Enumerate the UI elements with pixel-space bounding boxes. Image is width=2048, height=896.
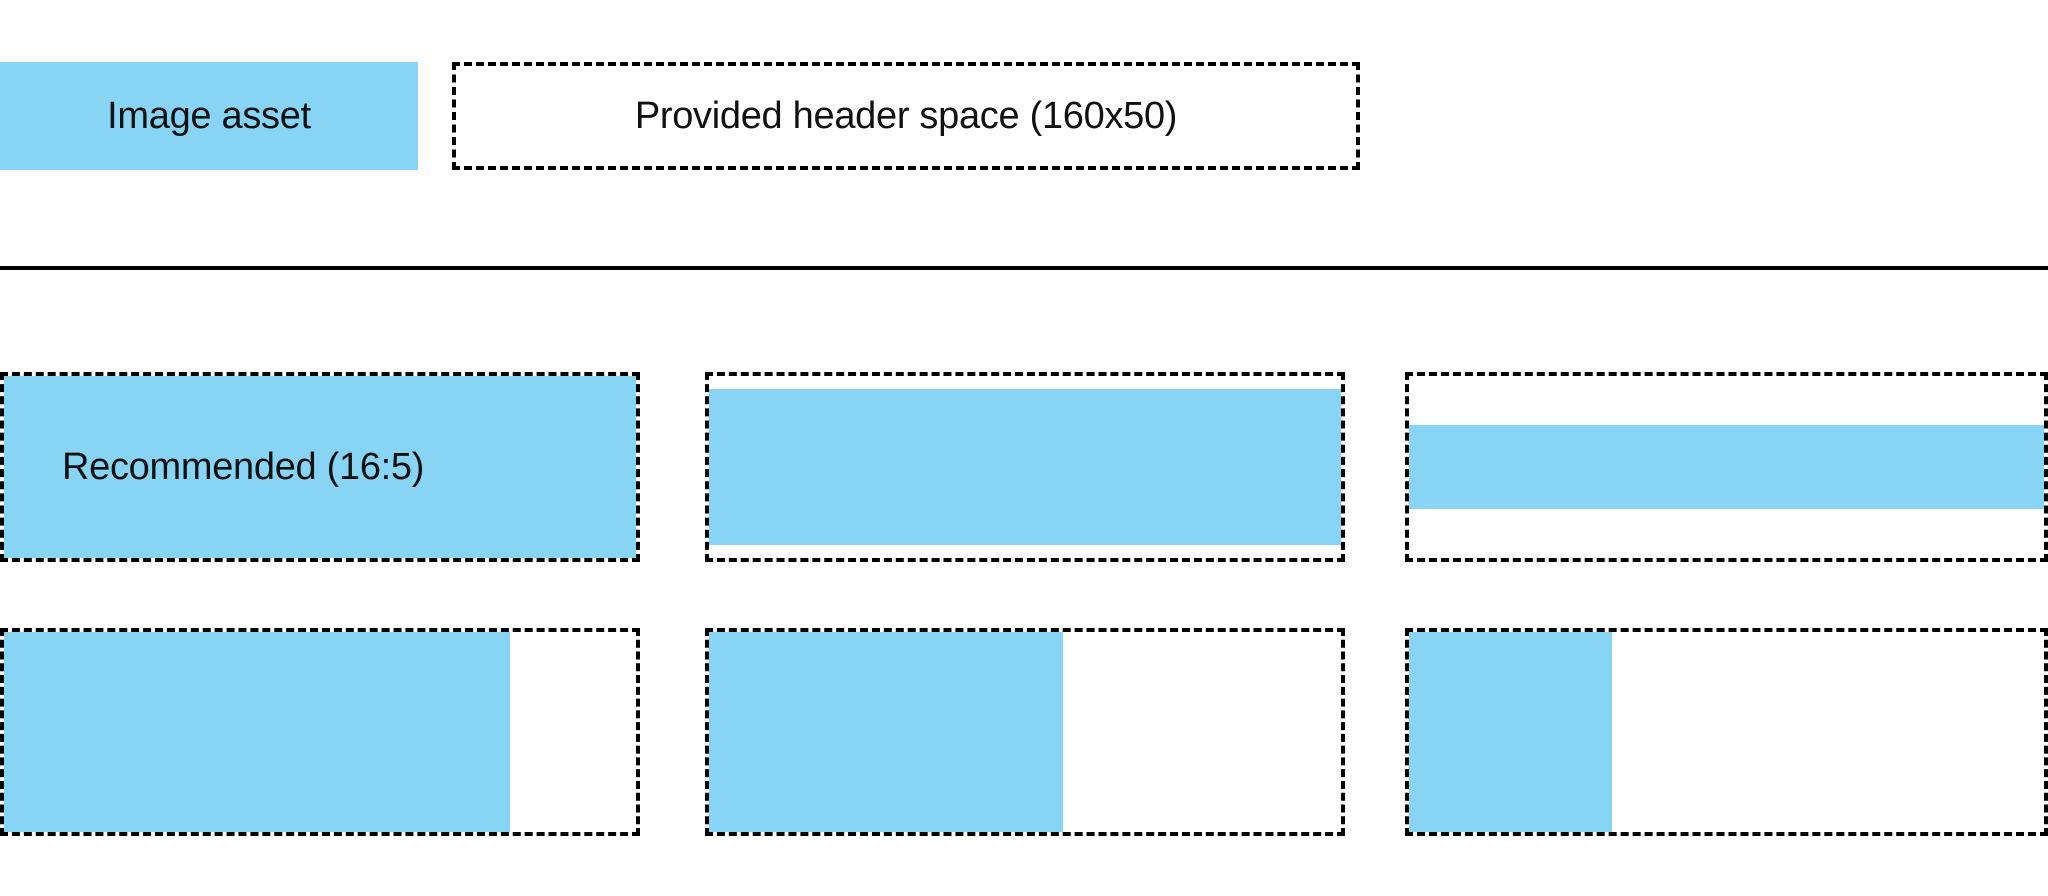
grid-row	[0, 628, 2048, 836]
asset-fill	[709, 632, 1063, 832]
ratio-cell: Recommended (16:5)	[0, 372, 640, 562]
asset-fill	[1409, 632, 1613, 832]
provided-header-space-box: Provided header space (160x50)	[452, 62, 1360, 170]
asset-fill	[4, 376, 636, 558]
asset-fill	[1409, 425, 2044, 509]
ratio-cell	[705, 628, 1345, 836]
image-asset-label: Image asset	[107, 95, 311, 137]
grid-row: Recommended (16:5)	[0, 372, 2048, 562]
section-divider	[0, 266, 2048, 270]
header-legend-row: Image asset Provided header space (160x5…	[0, 62, 2048, 170]
ratio-cell	[705, 372, 1345, 562]
ratio-cell	[1405, 628, 2048, 836]
asset-fill	[709, 388, 1341, 546]
image-asset-swatch: Image asset	[0, 62, 418, 170]
asset-fill	[4, 632, 510, 832]
ratio-cell	[0, 628, 640, 836]
provided-header-space-label: Provided header space (160x50)	[634, 95, 1178, 137]
ratio-cell	[1405, 372, 2048, 562]
recommended-ratio-label: Recommended (16:5)	[62, 446, 425, 488]
